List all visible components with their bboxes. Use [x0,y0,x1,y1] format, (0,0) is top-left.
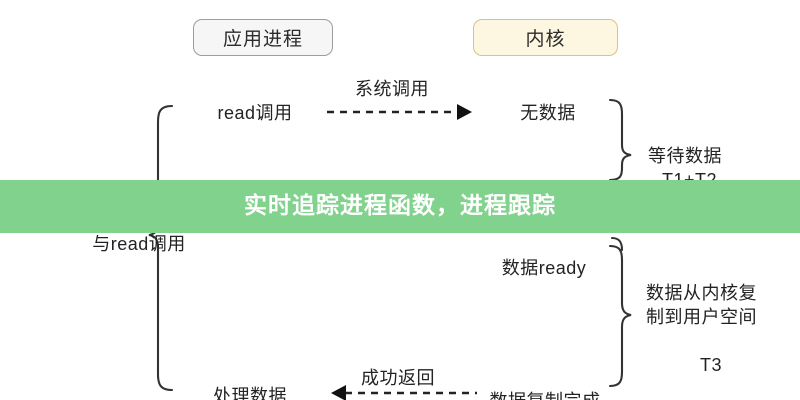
watermark-banner [0,180,800,233]
annotation-copy-line1: 数据从内核复 [646,283,757,303]
arrow-right-dashed-icon [327,104,472,120]
label-read-call: read调用 [217,103,293,123]
label-data-ready: 数据ready [501,258,587,278]
annotation-copy-to-user: 数据从内核复 制到用户空间 [646,281,776,329]
watermark-banner-text: 实时追踪进程函数，进程跟踪 [244,192,556,218]
annotation-wait-data: 等待数据 [648,146,722,166]
curly-brace-right-bottom-icon [608,244,632,388]
label-success-return: 成功返回 [361,368,435,388]
annotation-process-blocked-line2: 与read调用 [92,234,186,254]
annotation-copy-time: T3 [699,355,723,375]
app-process-box: 应用进程 [193,19,333,56]
curly-brace-ready-icon [610,236,624,252]
kernel-box: 内核 [473,19,618,56]
label-process-data: 处理数据 [213,386,287,400]
annotation-copy-line2: 制到用户空间 [646,307,757,327]
curly-brace-right-top-icon [608,98,632,182]
label-copy-done: 数据复制完成 [490,389,601,400]
label-no-data: 无数据 [520,103,576,123]
label-syscall-arrow: 系统调用 [355,79,429,99]
